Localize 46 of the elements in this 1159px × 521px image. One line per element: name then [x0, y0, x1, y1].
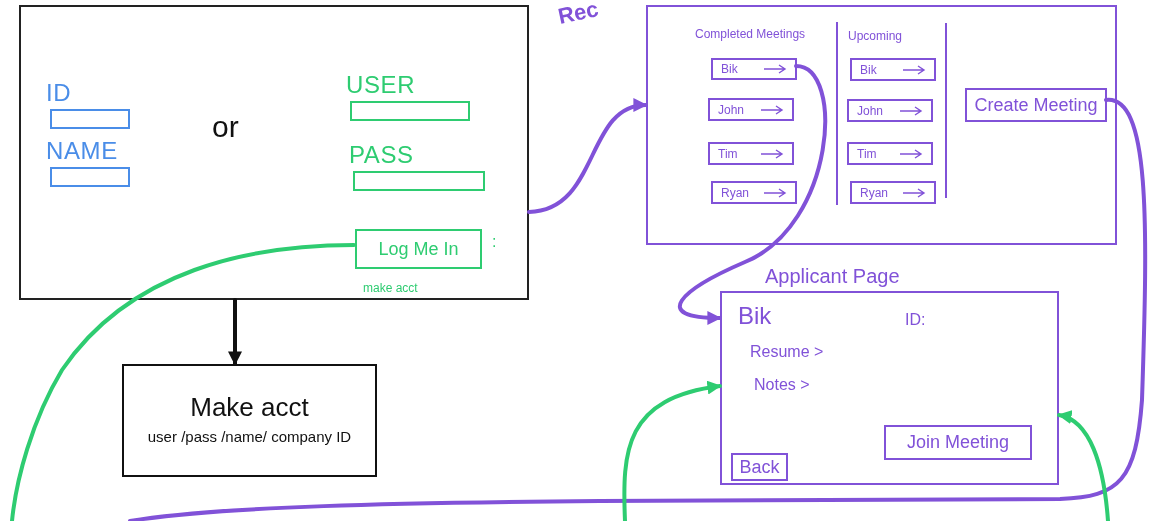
- or-text: or: [212, 112, 239, 142]
- notes-link: Notes >: [754, 377, 810, 393]
- page-heading: Applicant Page: [765, 264, 900, 289]
- list-item-button: [847, 142, 933, 165]
- column-heading: Completed Meetings: [695, 28, 806, 40]
- screen-frame: [646, 5, 1117, 245]
- list-item-button: [847, 99, 933, 122]
- note-text: make acct: [363, 280, 418, 297]
- applicant-name: Bik: [738, 304, 772, 328]
- person-name: Bik: [860, 61, 877, 79]
- field-label: USER: [346, 73, 417, 97]
- connector-arrow: [1057, 411, 1110, 521]
- resume-link: Resume >: [750, 344, 824, 360]
- connector-arrow: [527, 99, 648, 214]
- person-name: Tim: [718, 145, 738, 163]
- list-item-button: [711, 181, 797, 204]
- screen-frame: [720, 291, 1059, 485]
- person-name: John: [857, 102, 884, 120]
- card-title: Make acct: [190, 394, 309, 421]
- connector-arrow: [677, 64, 827, 325]
- person-name: Bik: [721, 61, 738, 78]
- page-title: Rec: [556, 0, 601, 28]
- field-label: NAME: [46, 139, 119, 163]
- list-item-button: [708, 142, 794, 165]
- list-item-button: [850, 181, 936, 204]
- button: Back: [731, 453, 788, 481]
- field-label: PASS: [349, 143, 415, 167]
- button: Create Meeting: [965, 88, 1107, 122]
- card-text: user /pass /name/ company ID: [146, 428, 353, 447]
- screen-frame: [19, 5, 529, 300]
- person-name: Tim: [857, 145, 877, 163]
- connector-arrow: [228, 298, 242, 366]
- colon-mark: :: [492, 234, 497, 250]
- column-heading: Upcoming: [848, 30, 903, 42]
- id-label: ID:: [905, 312, 926, 328]
- list-item-button: [711, 58, 797, 80]
- button: Join Meeting: [884, 425, 1032, 460]
- person-name: Ryan: [860, 184, 888, 202]
- button: Log Me In: [355, 229, 482, 269]
- field-label: ID: [46, 81, 73, 105]
- list-item-button: [850, 58, 936, 81]
- person-name: John: [718, 101, 745, 119]
- screen-card: [122, 364, 377, 477]
- person-name: Ryan: [721, 184, 749, 202]
- list-item-button: [708, 98, 794, 121]
- connector-arrow: [622, 381, 722, 521]
